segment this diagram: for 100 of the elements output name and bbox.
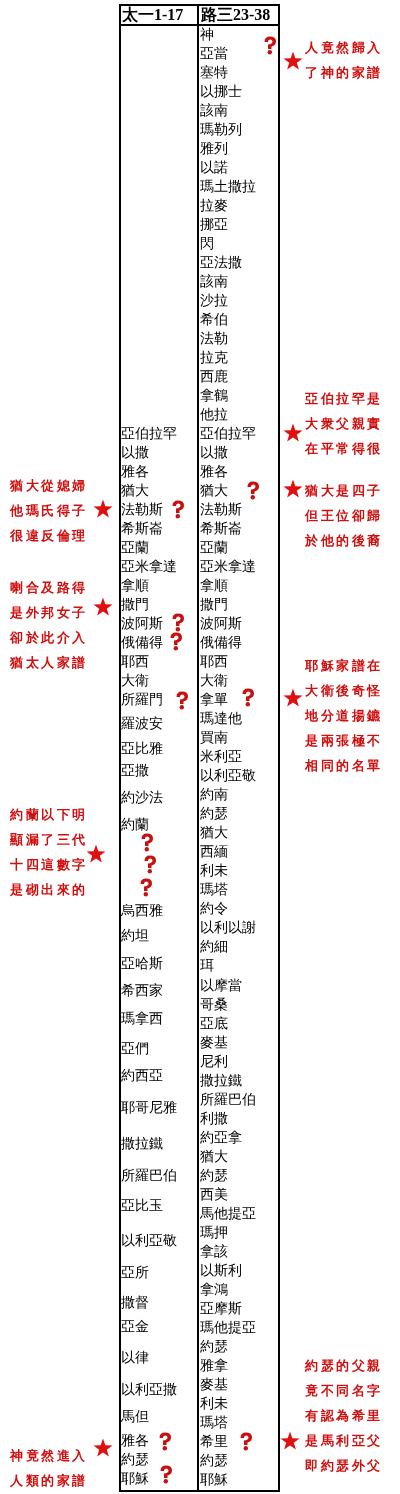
- name-cell: 撒拉鐵: [121, 1134, 163, 1152]
- name-cell: 以撒: [121, 443, 149, 462]
- name-cell: 西美: [200, 1184, 228, 1203]
- name-cell: 沙拉: [200, 291, 228, 310]
- name-cell: 塞特: [200, 63, 228, 81]
- name-cell: 希斯崙: [121, 519, 163, 538]
- name-cell: 拿順: [200, 576, 228, 595]
- name-cell: 珥: [200, 956, 214, 975]
- name-cell: 拿單: [200, 690, 228, 709]
- name-cell: 瑪勒列: [200, 120, 242, 139]
- name-cell: 亞伯拉罕: [200, 424, 256, 443]
- name-cell: 亞們: [121, 1039, 149, 1057]
- name-cell: 約坦: [121, 926, 149, 944]
- name-cell: 約令: [200, 899, 228, 918]
- name-cell: 麥基: [200, 1032, 228, 1051]
- name-cell: 亞所: [121, 1263, 149, 1281]
- name-cell: 麥基: [200, 1374, 228, 1393]
- name-cell: 神: [200, 25, 214, 43]
- name-cell: 約沙法: [121, 788, 163, 806]
- name-cell: 約細: [200, 937, 228, 956]
- name-cell: 撒門: [200, 595, 228, 614]
- name-cell: 以利以謝: [200, 918, 256, 937]
- name-cell: 哥桑: [200, 994, 228, 1013]
- annotation-note: 亞伯拉罕是大衆父親實在平常得很: [305, 390, 384, 458]
- name-cell: 亞底: [200, 1013, 228, 1032]
- name-cell: 約瑟: [200, 1450, 228, 1469]
- name-cell: 雅各: [121, 462, 149, 481]
- name-cell: 亞米拿達: [121, 557, 177, 576]
- name-cell: 大衛: [121, 671, 149, 690]
- name-cell: 烏西雅: [121, 901, 163, 919]
- name-cell: 約蘭: [121, 815, 149, 833]
- annotation-note: 猶大是四子但王位卻歸於他的後裔: [305, 482, 384, 550]
- name-cell: 亞當: [200, 44, 228, 62]
- name-cell: 瑪塔: [200, 1412, 228, 1431]
- name-cell: 以斯利: [200, 1260, 242, 1279]
- name-cell: 希伯: [200, 310, 228, 329]
- name-cell: 亞撒: [121, 761, 149, 779]
- name-cell: 所羅門: [121, 690, 163, 709]
- name-cell: 雅各: [200, 462, 228, 481]
- name-cell: 挪亞: [200, 215, 228, 234]
- name-cell: 以利亞敬: [200, 766, 256, 785]
- name-cell: 希西家: [121, 981, 163, 999]
- name-cell: 約瑟: [200, 1336, 228, 1355]
- name-cell: 耶西: [200, 652, 228, 671]
- name-cell: 俄備得: [121, 633, 163, 652]
- column-header: 太一1-17: [122, 5, 184, 24]
- name-cell: 拉麥: [200, 196, 228, 215]
- name-cell: 瑪他提亞: [200, 1317, 256, 1336]
- name-cell: 利未: [200, 1393, 228, 1412]
- name-cell: 撒門: [121, 595, 149, 614]
- name-cell: 大衛: [200, 671, 228, 690]
- annotation-note: 耶穌家譜在大衛後奇怪地分道揚鑣是兩張極不相同的名單: [305, 657, 384, 775]
- name-cell: 該南: [200, 272, 228, 291]
- name-cell: 亞哈斯: [121, 954, 163, 972]
- name-cell: 耶穌: [200, 1469, 228, 1488]
- name-cell: 亞比玉: [121, 1196, 163, 1214]
- name-cell: 雅列: [200, 139, 228, 158]
- name-cell: 羅波安: [121, 714, 163, 732]
- name-cell: 以諾: [200, 158, 228, 177]
- name-cell: 約西亞: [121, 1066, 163, 1084]
- name-cell: 耶哥尼雅: [121, 1098, 177, 1116]
- name-cell: 利撒: [200, 1108, 228, 1127]
- name-cell: 法勒斯: [200, 500, 242, 519]
- annotation-note: 喇合及路得是外邦女子卻於此介入猶太人家譜: [10, 579, 89, 672]
- annotation-note: 約瑟的父親竟不同名字有認為希里是馬利亞父即約瑟外父: [305, 1357, 384, 1475]
- name-cell: 亞蘭: [200, 538, 228, 557]
- name-cell: 亞法撒: [200, 253, 242, 272]
- name-cell: 耶穌: [121, 1469, 149, 1487]
- name-cell: 亞米拿達: [200, 557, 256, 576]
- name-cell: 瑪押: [200, 1222, 228, 1241]
- name-cell: 俄備得: [200, 633, 242, 652]
- name-cell: 法勒: [200, 329, 228, 348]
- name-cell: 撒拉鐵: [200, 1070, 242, 1089]
- name-cell: 約亞拿: [200, 1127, 242, 1146]
- name-cell: 約瑟: [200, 1165, 228, 1184]
- name-cell: 波阿斯: [200, 614, 242, 633]
- name-cell: 波阿斯: [121, 614, 163, 633]
- column-header: 路三23-38: [201, 5, 271, 24]
- name-cell: 拿鶴: [200, 386, 228, 405]
- name-cell: 猶大: [200, 481, 228, 500]
- name-cell: 西鹿: [200, 367, 228, 386]
- name-cell: 拉克: [200, 348, 228, 367]
- name-cell: 所羅巴伯: [121, 1166, 177, 1184]
- name-cell: 米利亞: [200, 747, 242, 766]
- name-cell: 閃: [200, 234, 214, 253]
- name-cell: 該南: [200, 101, 228, 120]
- name-cell: 雅拿: [200, 1355, 228, 1374]
- name-cell: 亞伯拉罕: [121, 424, 177, 443]
- name-cell: 希里: [200, 1431, 228, 1450]
- name-cell: 所羅巴伯: [200, 1089, 256, 1108]
- name-cell: 以摩當: [200, 975, 242, 994]
- annotation-note: 猶大從媳婦他瑪氏得子很違反倫理: [10, 477, 89, 545]
- name-cell: 以撒: [200, 443, 228, 462]
- name-cell: 希斯崙: [200, 519, 242, 538]
- name-cell: 拿該: [200, 1241, 228, 1260]
- annotation-note: 人竟然歸入了神的家譜: [305, 39, 384, 82]
- name-cell: 以利亞撒: [121, 1380, 177, 1398]
- name-cell: 法勒斯: [121, 500, 163, 519]
- name-cell: 他拉: [200, 405, 228, 424]
- name-cell: 西緬: [200, 842, 228, 861]
